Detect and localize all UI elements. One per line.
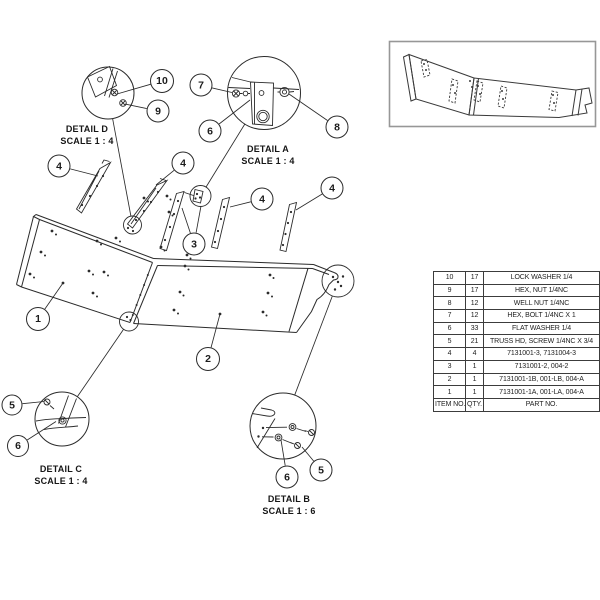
parts-table-cell: 5 [433, 334, 466, 349]
balloon-item-5-detail-c: 5 [1, 394, 23, 416]
detail-c-title: DETAIL C [39, 464, 83, 474]
detail-leader-lines [76, 118, 333, 398]
detail-a-title: DETAIL A [247, 144, 289, 154]
bracket-holes [80, 174, 293, 247]
parts-table-cell: LOCK WASHER 1/4 [483, 271, 600, 285]
balloon-item-5-detail-b: 5 [309, 458, 333, 482]
balloon-item-10: 10 [150, 69, 174, 93]
detail-d-scale: SCALE 1 : 4 [60, 135, 114, 146]
parts-table-cell: 7 [433, 309, 466, 323]
parts-table-cell: 1 [465, 359, 484, 374]
detail-c-label: DETAIL C SCALE 1 : 4 [34, 464, 87, 487]
main-assembly [16, 159, 345, 333]
parts-table-cell: 1 [465, 385, 484, 399]
parts-table-header-row: ITEM NO.QTY.PART NO. [433, 397, 600, 412]
parts-table-cell: 9 [433, 283, 466, 298]
parts-table-cell: 7131001-3, 7131004-3 [483, 347, 600, 361]
parts-table-cell: 3 [433, 359, 466, 374]
balloon-item-6-detail-b: 6 [275, 465, 299, 489]
parts-table-cell: 21 [465, 334, 484, 349]
parts-table-cell: 4 [433, 347, 466, 361]
parts-table-cell: 33 [465, 321, 484, 336]
detail-c-circle [34, 391, 90, 447]
detail-d-label: DETAIL D SCALE 1 : 4 [60, 124, 113, 147]
balloon-item-1: 1 [26, 307, 50, 331]
balloon-item-4-d: 4 [320, 176, 344, 200]
detail-a-contents [228, 77, 300, 126]
detail-b-label: DETAIL B SCALE 1 : 6 [262, 494, 315, 517]
source-circle-detail-c [119, 311, 139, 332]
parts-table-cell: WELL NUT 1/4NC [483, 296, 600, 311]
detail-d-circle [81, 66, 135, 120]
parts-table-cell: 4 [465, 347, 484, 361]
balloon-item-4-c: 4 [250, 187, 274, 211]
source-circle-detail-b [321, 264, 355, 298]
detail-d-contents [86, 65, 127, 107]
balloon-item-6-detail-a: 6 [198, 119, 222, 143]
balloon-item-8: 8 [325, 115, 349, 139]
panel-screws [28, 194, 345, 322]
balloon-item-3: 3 [182, 232, 206, 256]
source-circle-detail-d [123, 215, 142, 235]
balloon-item-2: 2 [196, 347, 220, 371]
detail-a-scale: SCALE 1 : 4 [241, 155, 295, 166]
parts-table-cell: 10 [433, 271, 466, 285]
detail-b-title: DETAIL B [267, 494, 311, 504]
detail-b-scale: SCALE 1 : 6 [262, 505, 316, 516]
parts-table-cell: HEX, BOLT 1/4NC X 1 [483, 309, 600, 323]
parts-table-cell: TRUSS HD, SCREW 1/4NC X 3/4 [483, 334, 600, 349]
parts-table-cell: PART NO. [483, 397, 600, 412]
parts-table-cell: 6 [433, 321, 466, 336]
detail-d-title: DETAIL D [65, 124, 109, 134]
isometric-view-box [388, 40, 597, 128]
detail-b-contents [251, 407, 315, 449]
parts-table-cell: 8 [433, 296, 466, 311]
parts-table-cell: 7131001-1A, 001-LA, 004-A [483, 385, 600, 399]
balloon-item-7: 7 [189, 73, 213, 97]
parts-table-cell: QTY. [465, 397, 484, 412]
detail-b-circle [249, 392, 317, 460]
balloon-item-4-a: 4 [47, 154, 71, 178]
fold-strip [129, 262, 158, 324]
isometric-assembly [402, 53, 593, 119]
parts-table-cell: ITEM NO. [433, 397, 466, 412]
parts-table-cell: 17 [465, 283, 484, 298]
parts-table-cell: FLAT WASHER 1/4 [483, 321, 600, 336]
detail-c-scale: SCALE 1 : 4 [34, 475, 88, 486]
balloon-item-9: 9 [146, 99, 170, 123]
parts-table-cell: 17 [465, 271, 484, 285]
balloon-leader-lines [22, 83, 328, 466]
parts-table-cell: 1 [465, 372, 484, 387]
detail-c-contents [35, 395, 87, 430]
detail-a-label: DETAIL A SCALE 1 : 4 [241, 144, 294, 167]
detail-views [34, 56, 317, 460]
parts-table-cell: 7131001-1B, 001-LB, 004-A [483, 372, 600, 387]
parts-table-cell: 7131001-2, 004-2 [483, 359, 600, 374]
parts-table-cell: 2 [433, 372, 466, 387]
right-panel [133, 258, 339, 333]
parts-table-cell: HEX, NUT 1/4NC [483, 283, 600, 298]
detail-a-circle [227, 56, 301, 130]
balloon-item-4-b: 4 [171, 151, 195, 175]
balloon-item-6-detail-c: 6 [7, 435, 29, 457]
parts-table-cell: 12 [465, 309, 484, 323]
parts-table-cell: 1 [433, 385, 466, 399]
parts-table-cell: 12 [465, 296, 484, 311]
